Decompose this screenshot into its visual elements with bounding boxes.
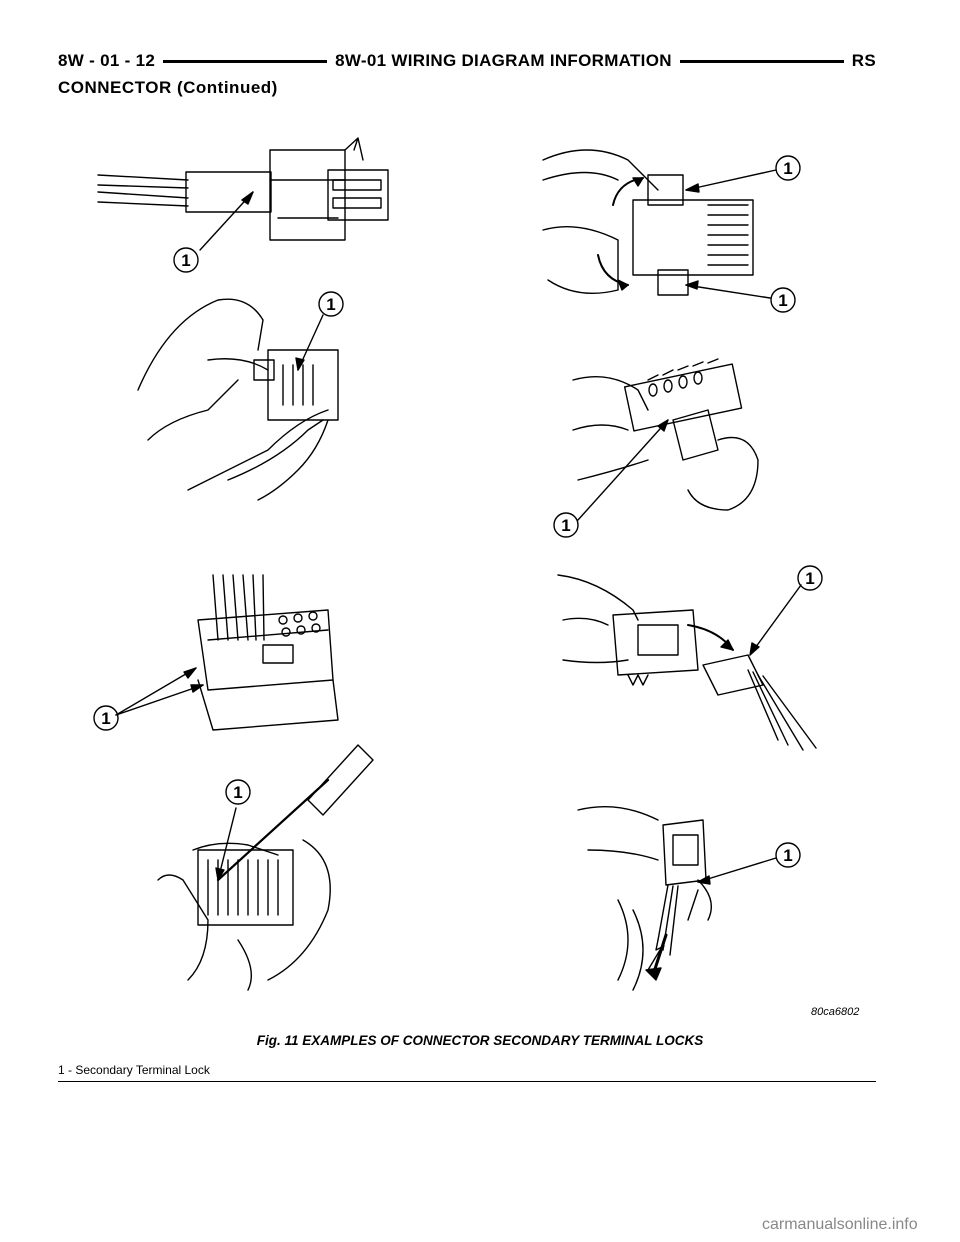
legend-rule bbox=[58, 1081, 876, 1082]
panel-finger-lock-callout: 1 bbox=[553, 419, 669, 538]
figure-legend: 1 - Secondary Terminal Lock bbox=[58, 1063, 210, 1077]
section-title: CONNECTOR (Continued) bbox=[58, 78, 278, 97]
panel-multi-wire-callout: 1 bbox=[93, 667, 204, 731]
vehicle-code: RS bbox=[851, 51, 877, 70]
header-rule-left bbox=[163, 59, 328, 63]
callout-number: 1 bbox=[778, 291, 787, 310]
header-rule-right bbox=[679, 59, 844, 63]
callout-number: 1 bbox=[233, 783, 242, 802]
callout-number: 1 bbox=[561, 516, 570, 535]
panel-screwdriver-callout: 1 bbox=[215, 779, 251, 881]
page-number: 8W - 01 - 12 bbox=[58, 51, 156, 70]
site-watermark: carmanualsonline.info bbox=[762, 1216, 918, 1233]
panel-finger-lock bbox=[572, 358, 759, 511]
figure-illustration: 1 1 1 1 bbox=[93, 137, 859, 1018]
page-header: 8W - 01 - 12 8W-01 WIRING DIAGRAM INFORM… bbox=[58, 50, 876, 72]
connector-lock-figure: 1 1 1 1 bbox=[58, 120, 876, 1020]
figure-caption: Fig. 11 EXAMPLES OF CONNECTOR SECONDARY … bbox=[256, 1033, 704, 1048]
panel-separated-lock bbox=[557, 574, 817, 751]
panel-rotating-lock-callouts: 1 1 bbox=[685, 155, 801, 313]
callout-number: 1 bbox=[326, 295, 335, 314]
callout-number: 1 bbox=[783, 159, 792, 178]
panel-side-connector bbox=[97, 137, 389, 241]
callout-number: 1 bbox=[805, 569, 814, 588]
panel-hand-slide-lock-callout: 1 bbox=[295, 291, 344, 371]
callout-number: 1 bbox=[101, 709, 110, 728]
panel-side-connector-callout: 1 bbox=[173, 191, 254, 273]
panel-screwdriver-release bbox=[157, 744, 374, 991]
figure-reference-code: 80ca6802 bbox=[811, 1006, 859, 1018]
panel-rotating-lock bbox=[542, 149, 754, 296]
callout-number: 1 bbox=[181, 251, 190, 270]
panel-hand-slide-lock bbox=[137, 298, 339, 501]
chapter-title: 8W-01 WIRING DIAGRAM INFORMATION bbox=[335, 51, 672, 70]
panel-multi-wire-connector bbox=[197, 574, 339, 731]
panel-separated-lock-callout: 1 bbox=[749, 565, 823, 656]
callout-number: 1 bbox=[783, 846, 792, 865]
panel-pull-down-callout: 1 bbox=[697, 842, 801, 885]
panel-pull-down-lock bbox=[577, 806, 712, 991]
